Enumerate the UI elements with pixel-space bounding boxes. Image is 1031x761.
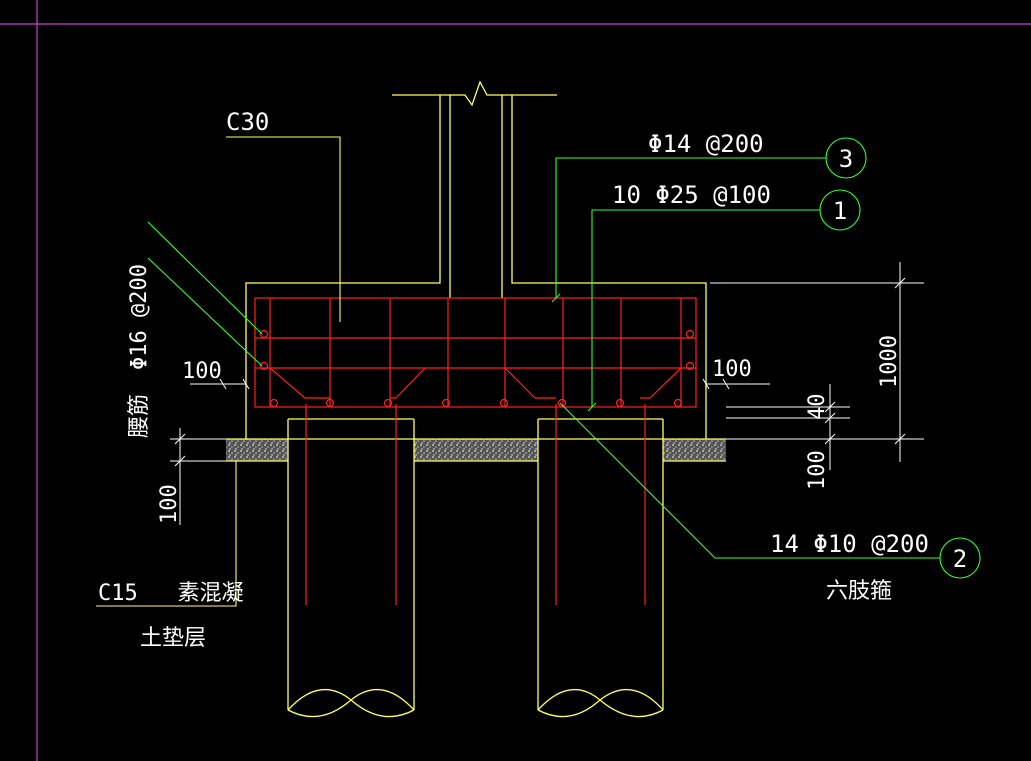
rebar-dots bbox=[259, 329, 695, 408]
cushion-leader bbox=[96, 461, 237, 607]
c30-leader bbox=[226, 136, 341, 322]
bottom-cover-dim: 40 bbox=[805, 394, 830, 421]
leader-lines bbox=[147, 137, 981, 579]
rebar-3-spec-label: Φ14 @200 bbox=[648, 130, 764, 158]
concrete-grade-label: C30 bbox=[226, 108, 269, 136]
left-cover-dim: 100 bbox=[182, 359, 222, 384]
waist-rebar-spec-label: Φ16 @200 bbox=[127, 264, 152, 370]
rebar-2-spec-label: 14 Φ10 @200 bbox=[770, 530, 929, 558]
right-cover-dim: 100 bbox=[712, 357, 752, 382]
waist-rebar-name-label: 腰筋 bbox=[127, 394, 152, 438]
rebar-cage bbox=[254, 297, 697, 605]
callout-2-label: 2 bbox=[953, 545, 967, 573]
dimension-lines bbox=[170, 262, 924, 525]
piles bbox=[287, 418, 664, 718]
concrete-outline bbox=[245, 80, 707, 439]
cushion-concrete-label: C15 素混凝 bbox=[98, 581, 243, 606]
rebar-2-note-label: 六肢箍 bbox=[826, 579, 892, 604]
cushion-thickness-left-dim: 100 bbox=[157, 484, 182, 524]
leader-ticks bbox=[551, 293, 597, 412]
callout-1-label: 1 bbox=[833, 197, 847, 225]
cushion-layer-label: 土垫层 bbox=[140, 626, 206, 651]
cushion-thickness-right-dim: 100 bbox=[805, 450, 830, 490]
rebar-1-spec-label: 10 Φ25 @100 bbox=[612, 181, 771, 209]
callout-3-label: 3 bbox=[839, 145, 853, 173]
cap-height-dim: 1000 bbox=[877, 335, 902, 388]
cushion-layer bbox=[226, 438, 726, 462]
